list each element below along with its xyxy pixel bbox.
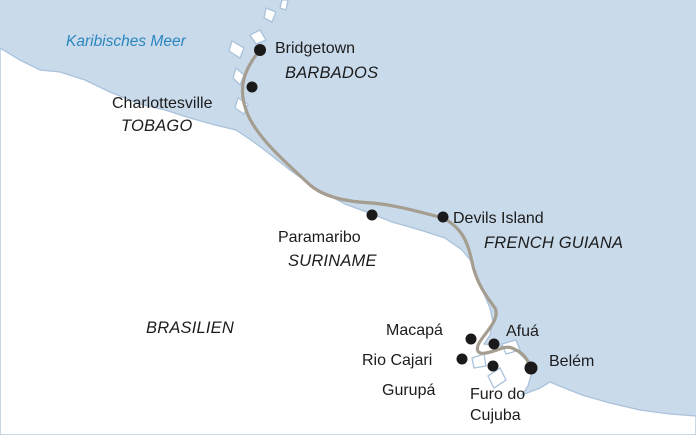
island xyxy=(249,29,267,45)
port-label-afua: Afuá xyxy=(506,323,539,340)
country-label-barbados: BARBADOS xyxy=(285,64,379,82)
island xyxy=(471,353,487,369)
port-label-rio-cajari: Rio Cajari xyxy=(362,352,433,369)
island xyxy=(279,0,289,11)
port-label-paramaribo: Paramaribo xyxy=(278,229,361,246)
country-label-french-guiana: FRENCH GUIANA xyxy=(484,234,624,252)
sea-label: Karibisches Meer xyxy=(66,33,186,50)
country-label-suriname: SURINAME xyxy=(288,252,377,270)
island xyxy=(263,7,277,23)
port-label-furo-do-cujuba-line2: Cujuba xyxy=(470,407,521,424)
cruise-route xyxy=(240,48,533,370)
port-label-macapa: Macapá xyxy=(386,322,443,339)
port-label-devils-island: Devils Island xyxy=(453,210,544,227)
island xyxy=(232,66,245,87)
port-label-charlottesville: Charlottesville xyxy=(112,95,213,112)
country-label-brasilien: BRASILIEN xyxy=(146,319,234,337)
port-label-belem: Belém xyxy=(549,353,595,370)
country-label-tobago: TOBAGO xyxy=(121,117,193,135)
port-label-bridgetown: Bridgetown xyxy=(275,40,356,57)
island xyxy=(228,40,245,59)
port-label-gurupa: Gurupá xyxy=(382,382,436,399)
port-label-furo-do-cujuba-line1: Furo do xyxy=(470,386,526,403)
